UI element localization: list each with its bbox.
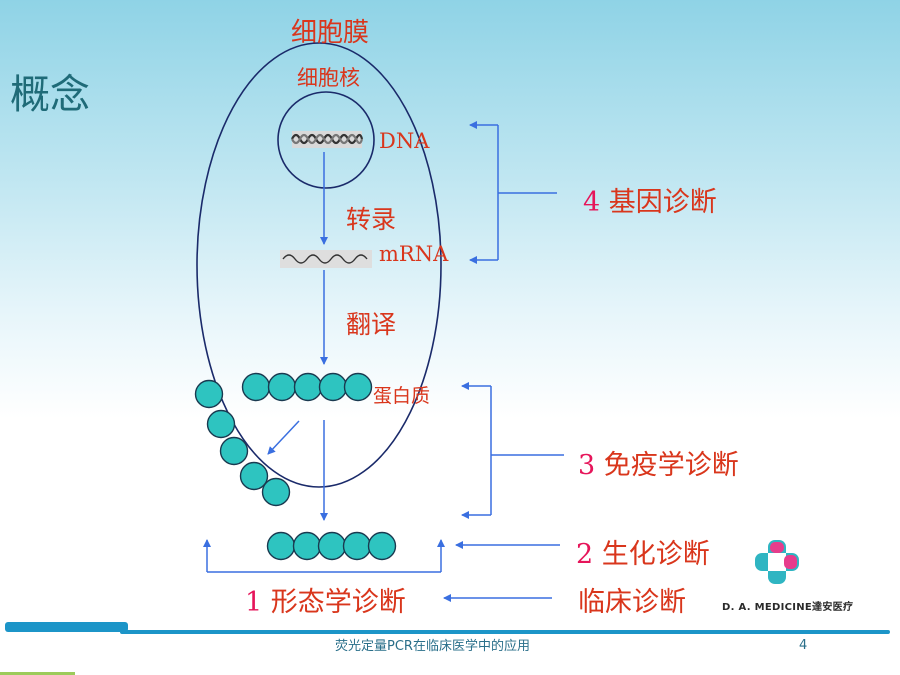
transcription-label: 转录 bbox=[346, 205, 397, 234]
protein-label: 蛋白质 bbox=[373, 385, 431, 407]
bottom-protein-chain bbox=[266, 531, 397, 561]
immune-diagnosis-text: 免疫学诊断 bbox=[603, 450, 739, 481]
company-logo-icon bbox=[755, 540, 799, 584]
gene-diagnosis-text: 基因诊断 bbox=[608, 187, 717, 218]
company-logo-text: D. A. MEDICINE達安医疗 bbox=[722, 602, 854, 613]
gene-diagnosis-number: 4 bbox=[583, 187, 601, 218]
nucleus-label: 细胞核 bbox=[297, 66, 360, 90]
biochem-diagnosis-number: 2 bbox=[576, 539, 594, 570]
morphology-diagnosis-number: 1 bbox=[245, 587, 263, 618]
morphology-diagnosis-label: 1 形态学诊断 bbox=[245, 580, 406, 619]
translation-label: 翻译 bbox=[346, 310, 397, 339]
immune-diagnosis-bracket bbox=[461, 382, 564, 519]
dna-label: DNA bbox=[379, 129, 430, 153]
protein-chain bbox=[241, 372, 373, 402]
cell-membrane-label: 细胞膜 bbox=[291, 18, 370, 48]
biochem-diagnosis-text: 生化诊断 bbox=[601, 539, 710, 570]
immune-diagnosis-label: 3 免疫学诊断 bbox=[578, 443, 739, 482]
biochem-diagnosis-label: 2 生化诊断 bbox=[576, 532, 710, 571]
dna-helix-icon bbox=[291, 131, 364, 148]
cell-membrane-outline bbox=[196, 42, 442, 488]
footer-title: 荧光定量PCR在临床医学中的应用 bbox=[335, 639, 530, 654]
page-number: 4 bbox=[799, 638, 808, 653]
folded-protein-chain bbox=[194, 379, 291, 507]
arrow-protein-diagonal bbox=[267, 420, 300, 455]
immune-diagnosis-number: 3 bbox=[578, 450, 596, 481]
footer-bar bbox=[0, 622, 890, 675]
nucleus-outline bbox=[277, 91, 375, 189]
morphology-bracket bbox=[203, 539, 445, 573]
gene-diagnosis-label: 4 基因诊断 bbox=[583, 180, 717, 219]
clinical-diagnosis-label: 临床诊断 bbox=[578, 587, 686, 618]
mrna-label: mRNA bbox=[379, 242, 449, 266]
morphology-diagnosis-text: 形态学诊断 bbox=[270, 587, 406, 618]
mrna-wave-icon bbox=[280, 250, 372, 268]
gene-diagnosis-bracket bbox=[469, 121, 557, 264]
slide-title: 概念 bbox=[10, 72, 90, 118]
